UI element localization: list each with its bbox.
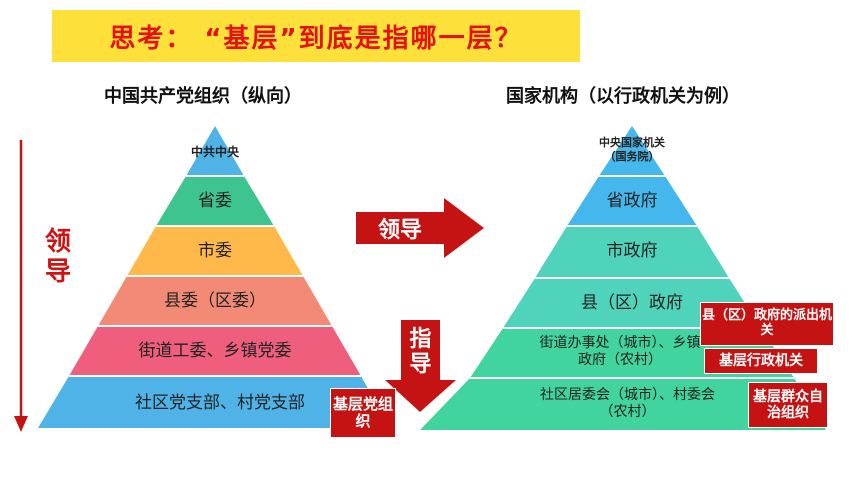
left-tier-shape-4 bbox=[98, 276, 332, 326]
lead-arrow-label: 领导 bbox=[377, 218, 422, 243]
left-tier-shape-3 bbox=[127, 226, 303, 276]
right-tier-shape-3 bbox=[535, 226, 729, 278]
lead-arrow-shape bbox=[356, 198, 484, 258]
right-tier-label-6: 社区居委会（城市）、村委会（农村） bbox=[540, 386, 715, 421]
left-tier-label-4: 县委（区委） bbox=[164, 291, 266, 312]
guide-arrow-shape bbox=[385, 320, 456, 412]
tier-separators bbox=[69, 175, 794, 379]
grassroots-admin-badge: 基层行政机关 bbox=[704, 348, 818, 374]
guide-arrow-label: 指导 bbox=[409, 326, 432, 377]
right-tier-label-2: 省政府 bbox=[606, 191, 658, 212]
right-tier-label-5: 街道办事处（城市）、乡镇政府（农村） bbox=[539, 334, 701, 369]
right-tier-shape-4 bbox=[503, 278, 761, 328]
left-heading: 中国共产党组织（纵向） bbox=[104, 86, 302, 107]
right-tier-shape-6 bbox=[420, 378, 826, 430]
left-tier-label-6: 社区党支部、村党支部 bbox=[135, 393, 305, 414]
vertical-lead-label: 领导 bbox=[40, 227, 76, 288]
right-tier-shape-2 bbox=[567, 176, 697, 226]
left-tier-shape-2 bbox=[156, 176, 274, 226]
vertical-lead-arrow bbox=[14, 140, 28, 432]
right-tier-label-1: 中央国家机关（国务院） bbox=[599, 136, 665, 163]
vertical-lead-text: 领导 bbox=[44, 227, 71, 287]
party-grassroots-badge: 基层党组织 bbox=[330, 388, 396, 438]
right-tier-shape-1 bbox=[599, 126, 665, 176]
dispatched-agency-badge: 县（区）政府的派出机关 bbox=[700, 302, 834, 346]
left-tier-label-5: 街道工委、乡镇党委 bbox=[138, 341, 292, 362]
grassroots-selfgov-badge: 基层群众自治组织 bbox=[748, 382, 828, 428]
left-tier-label-3: 市委 bbox=[198, 241, 232, 262]
left-tier-shape-5 bbox=[69, 326, 361, 376]
left-tier-shape-6 bbox=[38, 376, 390, 428]
slide-title: 思考： “基层”到底是指哪一层？ bbox=[109, 23, 523, 54]
left-tier-label-2: 省委 bbox=[198, 191, 232, 212]
right-tier-label-3: 市政府 bbox=[606, 241, 658, 262]
right-heading: 国家机构（以行政机关为例） bbox=[506, 86, 740, 107]
left-tier-label-1: 中共中央 bbox=[190, 144, 239, 159]
right-tier-label-4: 县（区）政府 bbox=[581, 293, 683, 314]
title-banner: 思考： “基层”到底是指哪一层？ bbox=[52, 10, 580, 62]
left-tier-shape-1 bbox=[186, 126, 244, 176]
